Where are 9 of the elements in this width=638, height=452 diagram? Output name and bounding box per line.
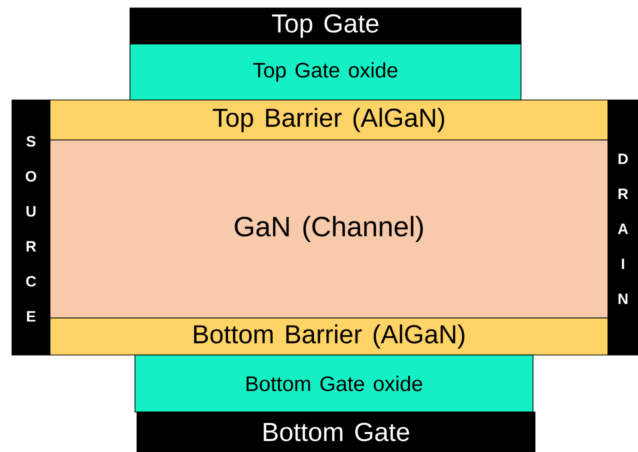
drain-contact: DRAIN xyxy=(608,100,638,356)
oxide-layer: Bottom Gate oxide xyxy=(134,354,534,412)
oxide-layer: Top Gate oxide xyxy=(130,44,522,100)
barrier-layer: Bottom Barrier (AlGaN) xyxy=(50,318,608,356)
source-contact: SOURCE xyxy=(12,100,50,356)
gate-electrode: Top Gate xyxy=(130,8,522,44)
barrier-layer: Top Barrier (AlGaN) xyxy=(50,100,608,140)
channel-layer: GaN (Channel) xyxy=(50,140,608,318)
gate-electrode: Bottom Gate xyxy=(136,412,536,452)
